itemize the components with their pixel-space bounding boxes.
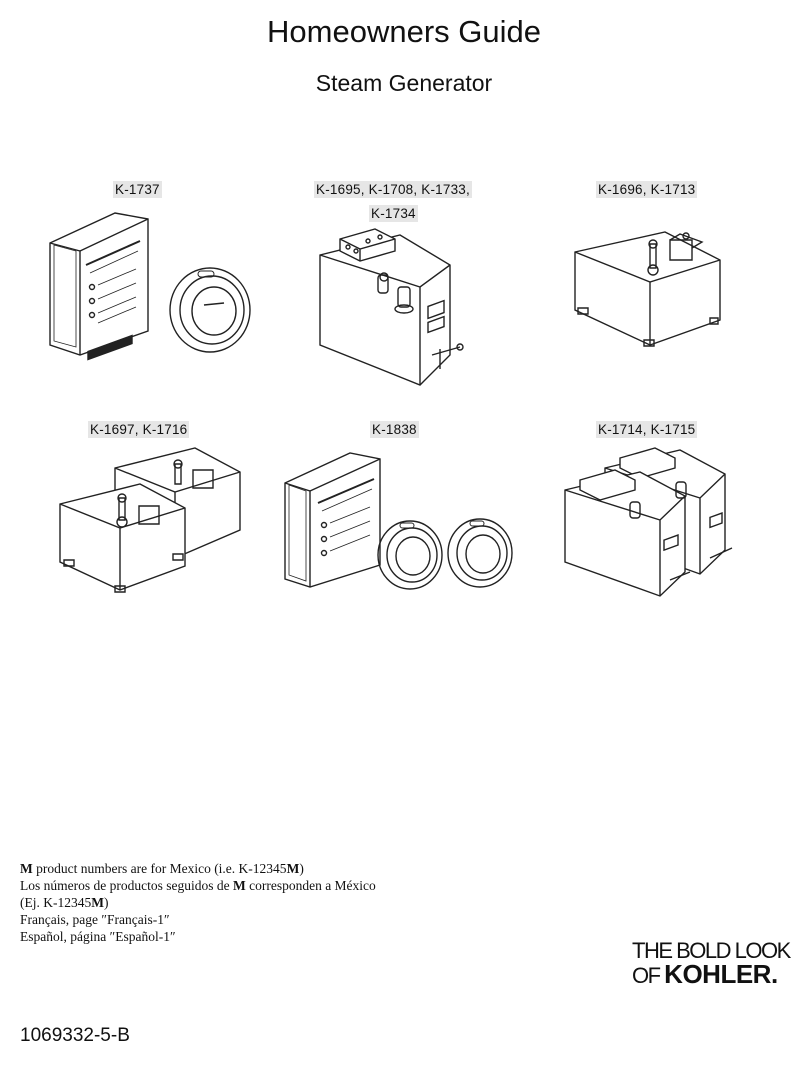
dual-large-steam-generators-illustration <box>560 440 750 600</box>
adapter-and-two-controls-illustration <box>280 445 520 605</box>
brand-name-line: OF KOHLER. <box>632 959 778 989</box>
product-label-k1696: K-1696, K-1713 <box>596 181 698 198</box>
note-mexico-en: M product numbers are for Mexico (i.e. K… <box>20 861 304 876</box>
steam-generator-illustration <box>300 225 480 390</box>
product-label-k1737: K-1737 <box>113 181 162 198</box>
product-label-k1695-line2: K-1734 <box>369 205 418 222</box>
multilingual-notes: M product numbers are for Mexico (i.e. K… <box>20 860 376 945</box>
page-subtitle: Steam Generator <box>315 70 493 96</box>
note-mexico-es: Los números de productos seguidos de M c… <box>20 878 376 893</box>
product-label-k1714: K-1714, K-1715 <box>596 421 698 438</box>
adapter-and-control-illustration <box>40 205 270 365</box>
dual-steam-generators-illustration <box>55 440 245 600</box>
note-spanish-page: Español, página ″Español-1″ <box>20 929 176 944</box>
note-french-page: Français, page ″Français-1″ <box>20 912 170 927</box>
brand-tagline: THE BOLD LOOK <box>632 938 791 963</box>
product-label-k1695-line1: K-1695, K-1708, K-1733, <box>314 181 472 198</box>
document-number: 1069332-5-B <box>20 1025 130 1046</box>
note-mexico-es-example: (Ej. K-12345M) <box>20 895 109 910</box>
kohler-brand-logo: THE BOLD LOOK OF KOHLER. <box>632 940 792 988</box>
product-label-k1697: K-1697, K-1716 <box>88 421 190 438</box>
page-title: Homeowners Guide <box>267 14 541 49</box>
product-label-k1838: K-1838 <box>370 421 419 438</box>
compact-steam-generator-illustration <box>570 230 750 355</box>
